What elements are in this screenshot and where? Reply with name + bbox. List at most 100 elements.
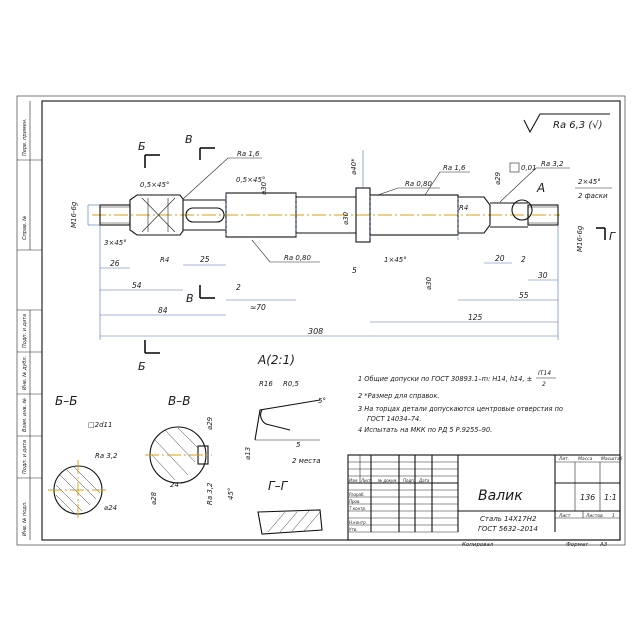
- ra-16-right: Ra 1,6: [443, 164, 466, 172]
- ra-08-top: Ra 0,80: [405, 180, 433, 188]
- detail-a-title: А(2:1): [257, 353, 295, 367]
- dim-5-detail: 5: [296, 441, 301, 449]
- dim-d30-c: ⌀30: [425, 276, 433, 290]
- dim-d28-vv: ⌀28: [150, 491, 158, 505]
- note-1: 1 Общие допуски по ГОСТ 30893.1–m: H14, …: [358, 375, 532, 383]
- dim-2-right: 2: [521, 255, 526, 264]
- scale-label: Масштаб: [601, 456, 623, 462]
- ra-32-right: Ra 3,2: [541, 160, 564, 168]
- sheet-inner-frame: [41, 100, 621, 541]
- note-fraction-den: 2: [542, 381, 546, 388]
- sheets-value: 1: [612, 513, 615, 519]
- dim-5: 5: [352, 266, 357, 275]
- roughness-general: Ra 6,3 (√): [553, 120, 603, 131]
- sheet-label: Лист: [558, 513, 571, 519]
- dim-308: 308: [308, 327, 323, 336]
- row-razrab: Разраб.: [349, 492, 365, 497]
- mass-label: Масса: [578, 456, 593, 462]
- sheets-label: Листов: [585, 513, 603, 519]
- section-mark-b-top: Б: [138, 140, 146, 153]
- dim-chamfer-g: 45°: [227, 488, 235, 500]
- section-mark-v-bottom: В: [186, 292, 194, 305]
- section-mark-v-top: В: [185, 133, 193, 146]
- row-nkontr: Н.контр.: [349, 520, 367, 525]
- row-utv: Утв.: [349, 527, 357, 532]
- ra-32-bb: Ra 3,2: [95, 452, 118, 460]
- format-value: А3: [599, 542, 608, 548]
- general-roughness: Ra 6,3 (√): [523, 113, 610, 134]
- row-tkontr: Т.контр.: [349, 506, 366, 511]
- material-1: Сталь 14Х17Н2: [480, 515, 537, 523]
- note-3b: ГОСТ 14034–74.: [367, 415, 421, 423]
- note-2: 2 *Размер для справок.: [358, 392, 439, 400]
- mass-value: 136: [580, 493, 595, 502]
- title-block: Изм. Лист № докум. Подп. Дата Разраб. Пр…: [347, 454, 623, 548]
- section-bb: Б–Б □2d11 Ra 3,2 ⌀24: [48, 394, 118, 520]
- lit-label: Лит.: [558, 456, 569, 462]
- col-izm: Изм.: [349, 478, 358, 483]
- section-vv: В–В ⌀29 ⌀28 24 Ra 3,2: [145, 394, 214, 505]
- dim-2-left: 2: [236, 283, 241, 292]
- col-date: Дата: [418, 478, 430, 483]
- strip-label: Инв. № дубл.: [22, 356, 28, 390]
- note-fraction-num: IT14: [538, 370, 551, 377]
- dim-m16-left: М16-6g: [70, 201, 78, 228]
- detail-a-view: А(2:1) R16 R0,5 5° ⌀13 5 2 места: [244, 353, 326, 465]
- strip-label: Перв. примен.: [22, 118, 28, 156]
- dim-84: 84: [158, 306, 168, 315]
- dim-runout: 0,01: [521, 164, 537, 172]
- note-4: 4 Испытать на МКК по РД 5 Р.9255–90.: [358, 426, 492, 434]
- roughness-callouts: Ra 1,6 Ra 0,80 Ra 0,80 Ra 1,6 Ra 3,2: [182, 150, 570, 263]
- dim-chamfer-3x45: 3×45°: [104, 239, 127, 247]
- strip-label: Подп. и дата: [22, 314, 28, 348]
- section-markers: Б Б В В А Г: [138, 133, 616, 373]
- keyway: [185, 207, 225, 223]
- dim-angle: 5°: [318, 397, 326, 405]
- dim-25: 25: [200, 255, 210, 264]
- col-list: Лист: [360, 478, 372, 483]
- dim-d29: ⌀29: [494, 171, 502, 185]
- shaft-main-view: [92, 187, 560, 243]
- dim-d30-a: ⌀30: [260, 181, 268, 195]
- note-3: 3 На торцах детали допускаются центровые…: [358, 405, 563, 413]
- dim-d40: ⌀40*: [350, 158, 358, 175]
- dim-125: 125: [468, 313, 483, 322]
- ra-16-left: Ra 1,6: [237, 150, 260, 158]
- dim-d13: ⌀13: [244, 447, 252, 460]
- dim-54: 54: [132, 281, 142, 290]
- detail-a-circle: [511, 199, 533, 221]
- strip-label: Справ. №: [22, 216, 28, 240]
- format-label: Формат: [566, 542, 589, 548]
- col-doc: № докум.: [377, 478, 398, 483]
- sheet-outer-frame: [16, 95, 626, 546]
- part-name: Валик: [478, 488, 523, 504]
- dim-r4-left: R4: [160, 256, 169, 264]
- section-vv-title: В–В: [168, 394, 190, 408]
- dim-approx-70: ≈70: [250, 303, 266, 312]
- material-2: ГОСТ 5632–2014: [478, 525, 538, 533]
- dim-r4-right: R4: [459, 204, 468, 212]
- strip-label: Инв. № подл.: [22, 502, 28, 537]
- section-mark-b-bottom: Б: [138, 360, 146, 373]
- section-gg: Г–Г 45°: [227, 479, 323, 535]
- dim-30-right: 30: [538, 271, 548, 280]
- dim-two-chamfers: 2 фаски: [578, 192, 608, 200]
- dim-chamfer-05-left: 0,5×45°: [140, 181, 169, 189]
- dim-20: 20: [495, 254, 505, 263]
- section-bb-title: Б–Б: [55, 394, 77, 408]
- dim-26: 26: [110, 259, 120, 268]
- col-sign: Подп.: [403, 478, 415, 483]
- row-prov: Пров.: [349, 499, 361, 504]
- detail-mark-a: А: [536, 181, 545, 195]
- dim-r05: R0,5: [283, 380, 300, 388]
- dim-two-places: 2 места: [292, 457, 320, 465]
- dim-m16-right: М16-6g: [576, 225, 584, 252]
- copied-label: Копировал: [462, 542, 494, 548]
- strip-label: Подп. и дата: [22, 440, 28, 474]
- dimensions-main: М16-6g 3×45° 26 54 84 308 0,5×45° 0,5×45…: [70, 150, 612, 340]
- section-mark-g: Г: [609, 230, 616, 243]
- dim-55: 55: [519, 291, 529, 300]
- dim-chamfer-1x45: 1×45°: [384, 256, 407, 264]
- side-strip: Перв. примен. Справ. № Подп. и дата Инв.…: [17, 101, 42, 540]
